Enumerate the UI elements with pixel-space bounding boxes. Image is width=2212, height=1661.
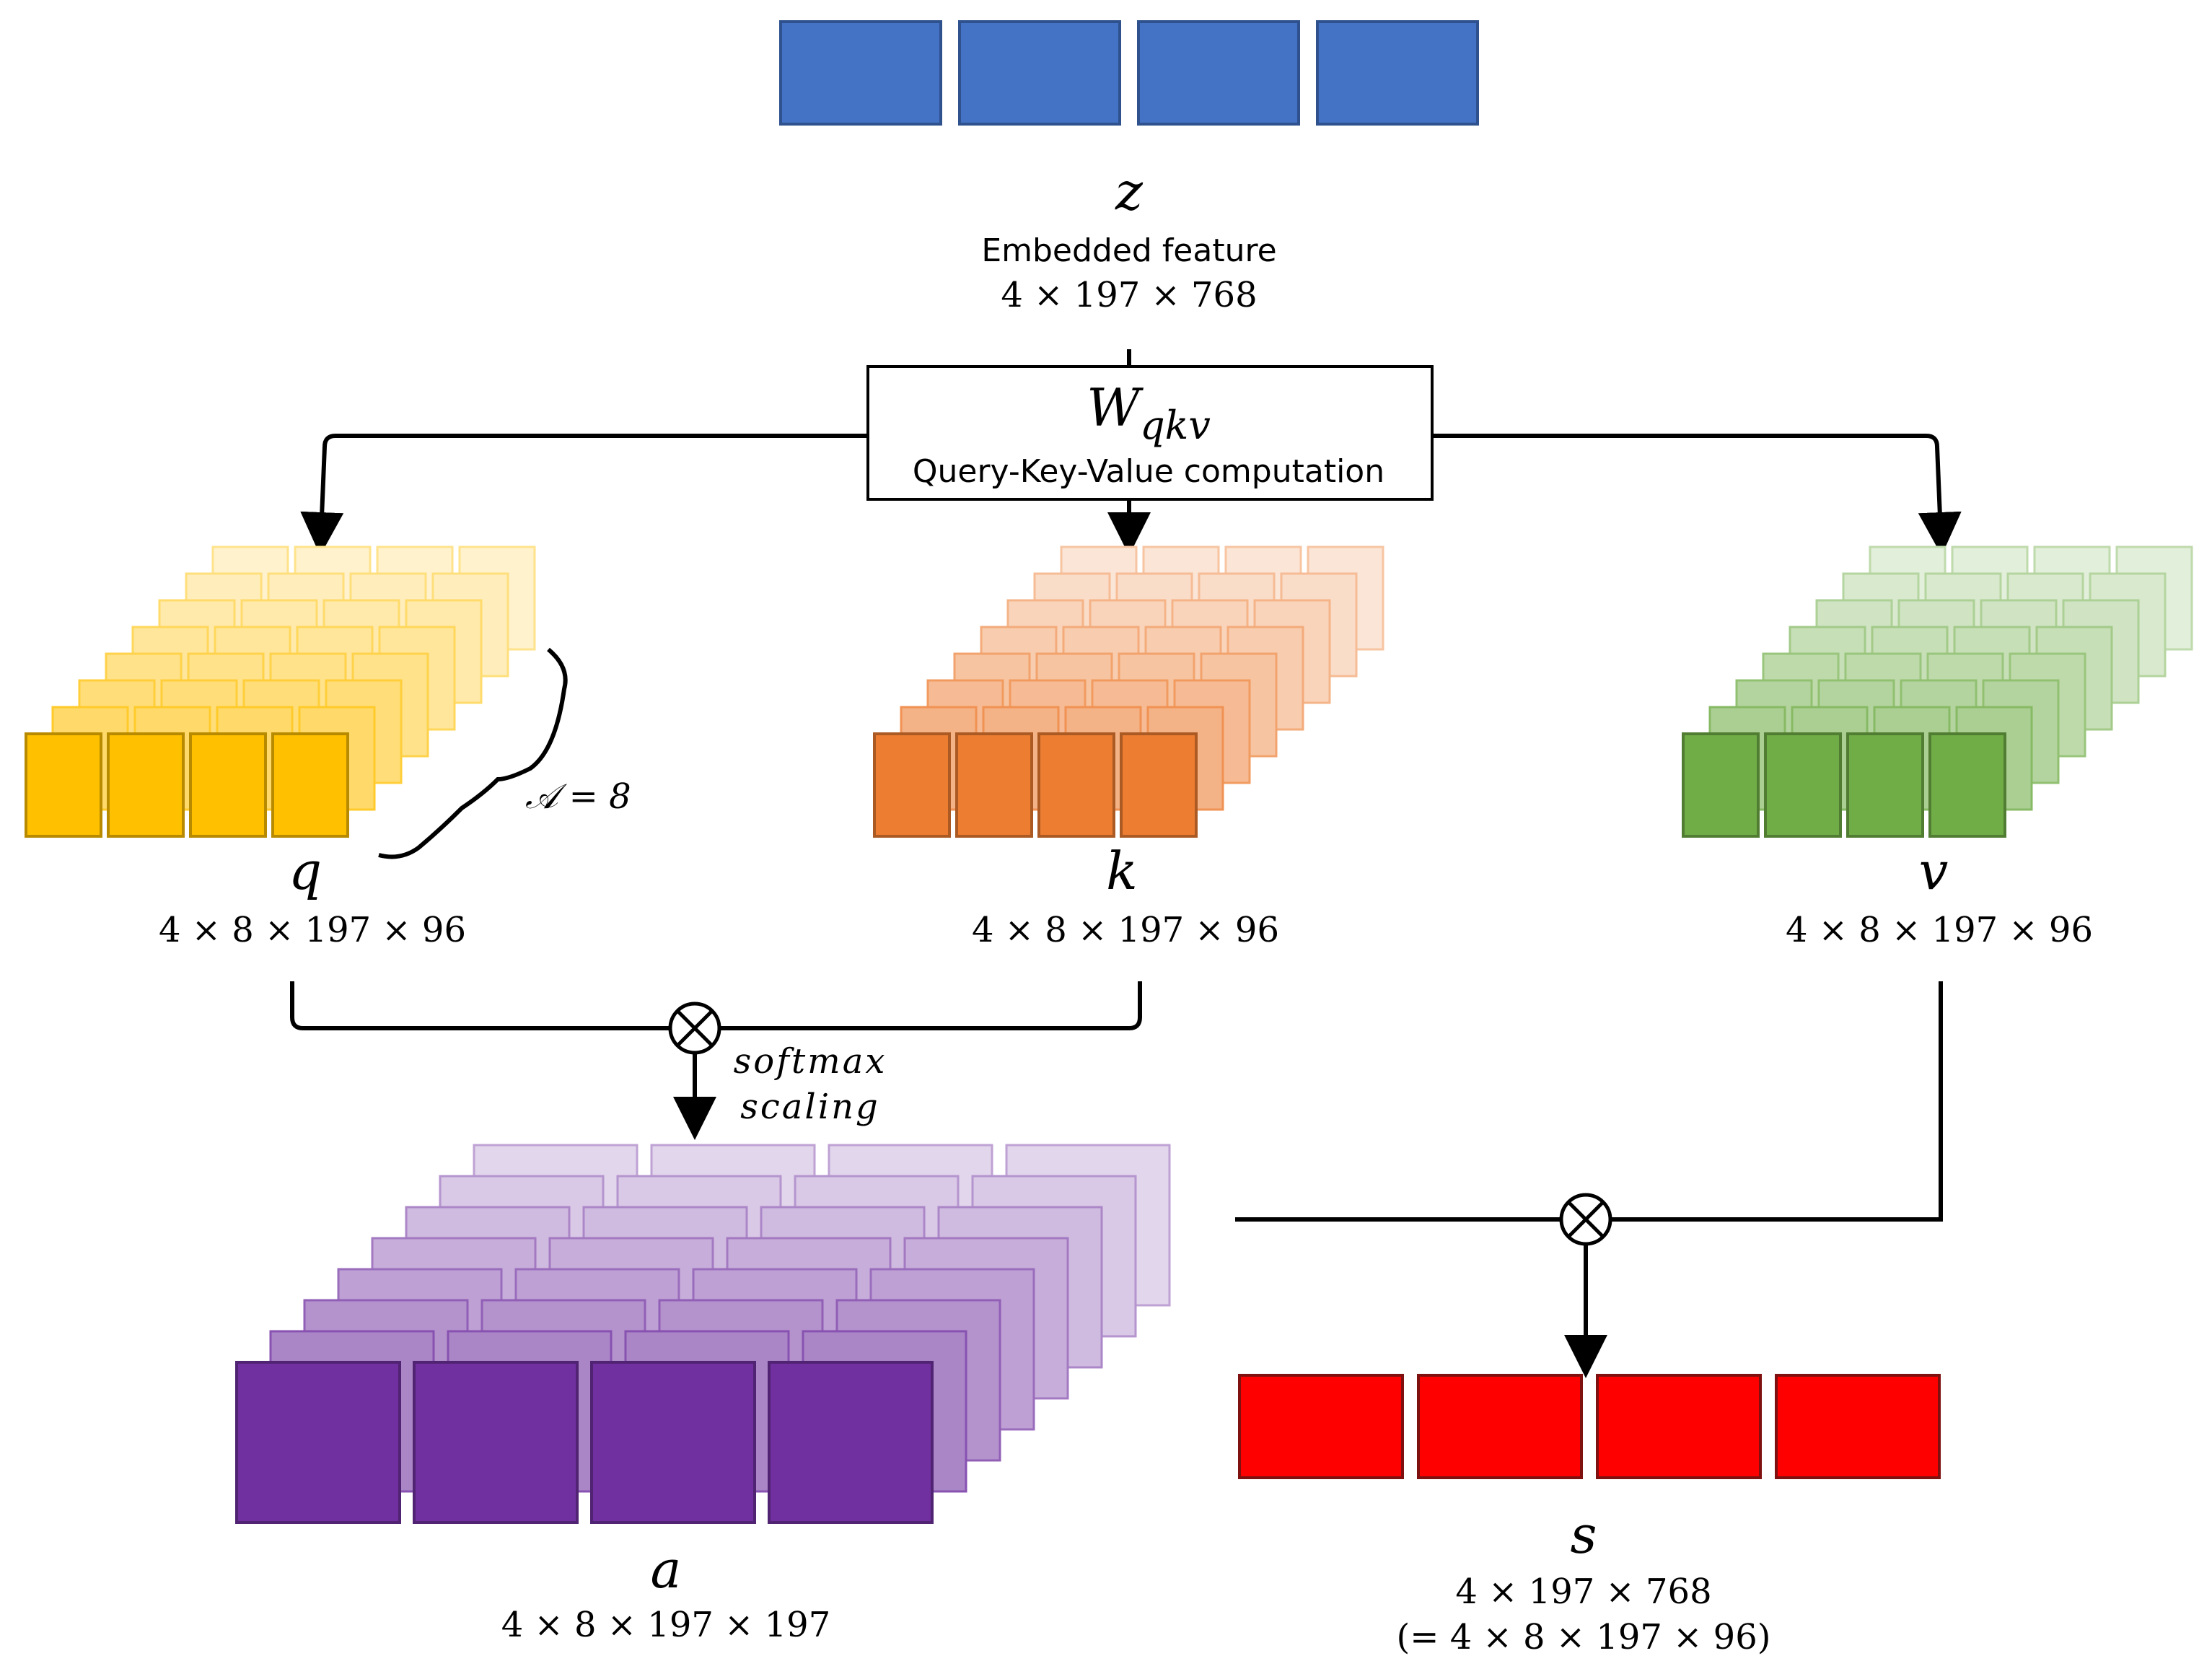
a-head-stack — [235, 1144, 1171, 1524]
k-head-stack — [873, 545, 1384, 838]
a-head-block — [413, 1361, 579, 1524]
z-dims: 4 × 197 × 768 — [1001, 275, 1257, 315]
qk-multiply-operator — [668, 1002, 721, 1055]
softmax-label: softmax — [734, 1041, 887, 1082]
s-block — [1417, 1374, 1583, 1479]
wqkv-caption: Query-Key-Value computation — [913, 453, 1384, 490]
s-block — [1775, 1374, 1941, 1479]
av-multiply-operator — [1559, 1193, 1612, 1246]
v-head-block — [1682, 732, 1760, 838]
heads-count-label: 𝒜 = 8 — [525, 776, 631, 817]
z-block — [1137, 20, 1300, 126]
a-head-block — [768, 1361, 934, 1524]
q-head-block — [271, 732, 349, 838]
heads-brace — [378, 647, 568, 859]
q-dims: 4 × 8 × 197 × 96 — [159, 910, 466, 950]
a-head-block — [590, 1361, 756, 1524]
q-head-block — [189, 732, 267, 838]
wqkv-symbol: Wqkv — [1087, 377, 1211, 448]
s-block — [1596, 1374, 1762, 1479]
v-head-block — [1928, 732, 2006, 838]
wqkv-to-v-arrow — [1432, 434, 1962, 556]
k-head-block — [1120, 732, 1198, 838]
s-block — [1238, 1374, 1404, 1479]
k-head-block — [1037, 732, 1115, 838]
k-head-block — [873, 732, 951, 838]
s-dims-equivalent: (= 4 × 8 × 197 × 96) — [1397, 1617, 1771, 1657]
wqkv-box — [866, 365, 1434, 501]
z-token-blocks — [779, 20, 1479, 126]
scaling-label: scaling — [740, 1087, 879, 1127]
q-head-stack — [25, 545, 536, 838]
a-dims: 4 × 8 × 197 × 197 — [501, 1605, 831, 1645]
s-token-blocks — [1238, 1374, 1941, 1479]
v-symbol: v — [1919, 841, 1949, 901]
k-dims: 4 × 8 × 197 × 96 — [972, 910, 1279, 950]
s-symbol: s — [1571, 1504, 1597, 1565]
v-dims: 4 × 8 × 197 × 96 — [1786, 910, 2093, 950]
q-symbol: q — [289, 841, 322, 901]
z-block — [958, 20, 1121, 126]
s-dims: 4 × 197 × 768 — [1455, 1572, 1711, 1612]
k-symbol: k — [1106, 841, 1138, 901]
v-head-block — [1846, 732, 1924, 838]
k-head-block — [955, 732, 1033, 838]
a-symbol: a — [651, 1539, 682, 1600]
z-caption: Embedded feature — [981, 232, 1276, 269]
wqkv-to-q-arrow — [300, 434, 868, 556]
q-head-block — [107, 732, 185, 838]
wqkv-symbol-sub: qkv — [1140, 403, 1211, 448]
z-symbol: z — [1115, 161, 1144, 222]
v-head-block — [1764, 732, 1842, 838]
v-head-stack — [1682, 545, 2193, 838]
z-block — [779, 20, 942, 126]
a-head-block — [235, 1361, 401, 1524]
q-head-block — [25, 732, 102, 838]
z-block — [1316, 20, 1479, 126]
wqkv-symbol-main: W — [1087, 377, 1144, 438]
v-to-product-connector — [1610, 981, 1943, 1222]
